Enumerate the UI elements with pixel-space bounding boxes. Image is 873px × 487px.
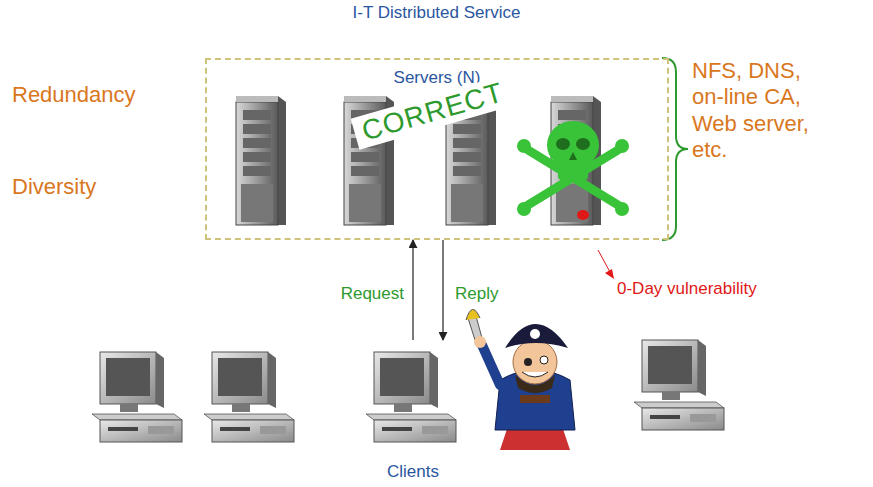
- edge-label: Request: [341, 284, 404, 304]
- node-label: Servers (N): [207, 68, 667, 88]
- diagram-title: I-T Distributed Service: [0, 3, 873, 23]
- vulnerability-note: 0-Day vulnerability: [617, 279, 757, 299]
- node-label: Clients: [60, 462, 766, 482]
- service-list: NFS, DNS, on-line CA, Web server, etc.: [692, 58, 832, 164]
- message-arrow: [412, 240, 413, 340]
- message-arrow: [442, 240, 443, 340]
- property-label: Diversity: [12, 174, 96, 200]
- client-group: Clients: [60, 340, 766, 486]
- server-group: Servers (N): [205, 58, 669, 240]
- edge-label: Reply: [455, 284, 498, 304]
- property-label: Redundancy: [12, 82, 136, 108]
